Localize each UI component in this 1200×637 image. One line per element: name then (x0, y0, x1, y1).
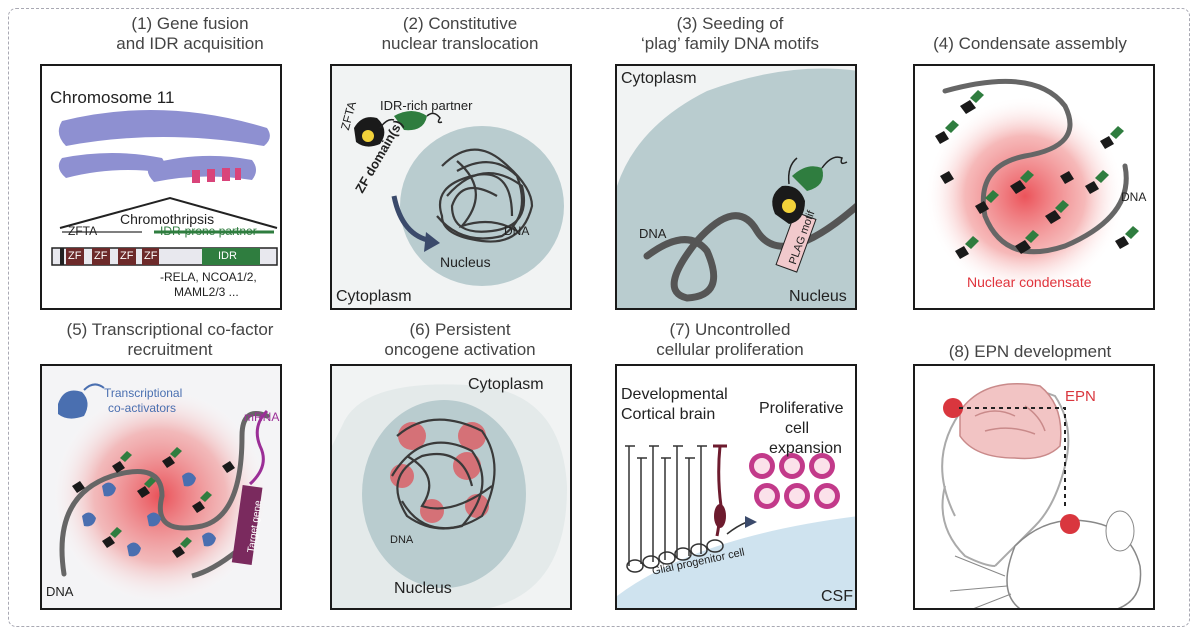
dna-label-6: DNA (390, 534, 414, 546)
proliferation-illustration (617, 444, 855, 608)
zfta-label: ZFTA (68, 224, 98, 238)
condensate-label: Nuclear condensate (967, 274, 1092, 290)
panel-8-epn-development: EPN (913, 364, 1155, 610)
oncogene-illustration (332, 366, 570, 608)
proliferative-line-3: expansion (769, 440, 842, 457)
partners-line-1: -RELA, NCOA1/2, (160, 270, 257, 284)
translocation-illustration (332, 66, 570, 308)
epn-illustration (941, 383, 1142, 608)
dna-label-4: DNA (1121, 190, 1147, 204)
zf-box-1: ZF (68, 250, 82, 262)
epn-label: EPN (1065, 388, 1096, 405)
panel-6-oncogene: Cytoplasm DNA Nucleus (330, 364, 572, 610)
partners-line-2: MAML2/3 ... (174, 285, 239, 299)
panel-7-proliferation: Developmental Cortical brain Proliferati… (615, 364, 857, 610)
nucleus-label-3: Nucleus (789, 288, 847, 305)
panel-1-gene-fusion: Chromosome 11 Chromothripsis ZFTA IDR-pr… (40, 64, 282, 310)
cytoplasm-label-3: Cytoplasm (621, 70, 697, 87)
proliferative-line-1: Proliferative (759, 400, 844, 417)
cytoplasm-label-6: Cytoplasm (468, 376, 544, 393)
panel-3-seeding: Cytoplasm DNA PLAG motif Nucleus (615, 64, 857, 310)
panel-3-title: (3) Seeding of‘plag’ family DNA motifs (641, 14, 819, 53)
dna-label-2: DNA (504, 224, 530, 238)
developmental-line-2: Cortical brain (621, 406, 716, 423)
condensate-illustration (925, 78, 1139, 296)
nucleus-label-6: Nucleus (394, 580, 452, 597)
idr-box: IDR (218, 250, 237, 262)
cytoplasm-label-2: Cytoplasm (336, 288, 412, 305)
zf-box-3: ZF (120, 250, 134, 262)
chromothripsis-label: Chromothripsis (120, 211, 215, 227)
developmental-line-1: Developmental (621, 386, 728, 403)
proliferative-line-2: cell (785, 420, 810, 437)
seeding-illustration (617, 66, 855, 308)
zf-box-4: ZF (144, 250, 158, 262)
coactivators-line-2: co-activators (108, 401, 177, 415)
idr-prone-label: IDR-prone partner (160, 224, 257, 238)
dna-label-3: DNA (639, 226, 667, 241)
chromosome-label: Chromosome 11 (50, 88, 175, 107)
zf-box-2: ZF (94, 250, 108, 262)
coactivators-line-1: Transcriptional (104, 386, 183, 400)
nucleus-label-2: Nucleus (440, 254, 491, 270)
mrna-label: mRNA (244, 410, 280, 424)
cofactor-illustration (42, 366, 280, 608)
panel-2-nuclear-translocation: IDR-rich partner ZFTA ZF domain(s) DNA N… (330, 64, 572, 310)
dna-label-5: DNA (46, 584, 74, 599)
chromosome-illustration (51, 110, 278, 266)
panel-4-condensate: DNA Nuclear condensate (913, 64, 1155, 310)
idr-rich-label: IDR-rich partner (380, 98, 473, 113)
panel-8-title: (8) EPN development (948, 342, 1112, 361)
figure-frame (8, 8, 1190, 627)
panel-5-cofactor: Transcriptional co-activators mRNA Targe… (40, 364, 282, 610)
panel-4-title: (4) Condensate assembly (933, 34, 1127, 53)
csf-label: CSF (821, 588, 853, 605)
